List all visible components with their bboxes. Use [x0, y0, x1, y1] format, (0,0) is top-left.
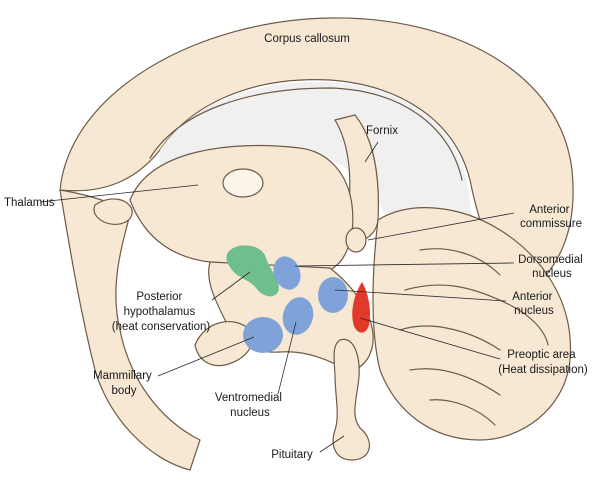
mammillary-body-nucleus	[243, 317, 283, 353]
frontal-cortex-shape	[372, 207, 572, 441]
ventromedial-nucleus	[282, 297, 314, 335]
label-posterior-hypothalamus: Posterior hypothalamus (heat conservatio…	[112, 291, 211, 333]
label-corpus-callosum: Corpus callosum	[264, 33, 350, 45]
label-anterior-nucleus: Anterior nucleus	[512, 291, 555, 317]
label-preoptic-area: Preoptic area (Heat dissipation)	[498, 349, 588, 376]
label-pituitary: Pituitary	[271, 449, 313, 461]
label-ventromedial-nucleus: Ventromedial nucleus	[215, 392, 285, 419]
label-thalamus: Thalamus	[4, 197, 55, 209]
label-anterior-commissure: Anterior commissure	[520, 204, 582, 230]
leader-lines	[39, 141, 515, 453]
label-fornix: Fornix	[366, 125, 398, 137]
labels: Corpus callosum Fornix Thalamus Anterior…	[4, 33, 588, 461]
lateral-ventricle-region	[160, 81, 471, 250]
preoptic-area	[352, 282, 371, 333]
label-dorsomedial-nucleus: Dorsomedial nucleus	[518, 254, 586, 280]
anterior-nucleus	[318, 277, 348, 313]
label-mammillary-body: Mammillary body	[93, 370, 155, 397]
thalamus-shape	[129, 144, 354, 271]
dorsomedial-nucleus	[273, 256, 301, 290]
brain-midsagittal-drawing	[59, 17, 574, 471]
pituitary-shape	[332, 338, 370, 461]
posterior-hypothalamus-nucleus	[226, 245, 279, 297]
interthalamic-adhesion	[222, 168, 264, 198]
